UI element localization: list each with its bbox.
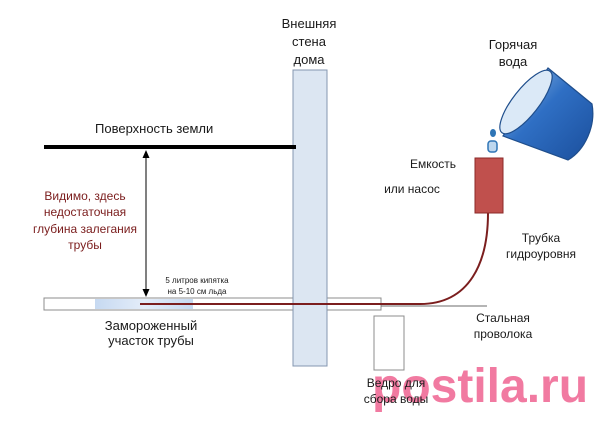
depth-arrow-head-bottom [142,289,150,297]
hot-water-label-line-2: вода [499,54,528,69]
ground-surface-label: Поверхность земли [95,121,213,136]
wall-label-line-1: Внешняя [282,16,337,31]
collection-bucket-label-line-1: Ведро для [367,376,426,390]
or-pump-label: или насос [384,182,440,196]
frozen-section-label-line-1: Замороженный [105,318,197,333]
collection-bucket-label-line-2: сбора воды [364,392,429,406]
container [474,157,504,214]
watermark-postila: postila.ru [372,360,588,413]
wall-label-line-3: дома [294,52,326,67]
level-tube-label-line-2: гидроуровня [506,247,576,261]
hot-water-bucket-body [502,67,594,161]
level-tube-label-line-1: Трубка [522,231,561,245]
steel-wire-label-line-2: проволока [474,327,533,341]
insufficient-depth-line-3: глубина залегания [33,222,137,236]
container-label: Емкость [410,157,456,171]
frozen-section-label-line-2: участок трубы [108,333,194,348]
insufficient-depth-line-2: недостаточная [44,205,126,219]
steel-wire-label-line-1: Стальная [476,311,530,325]
hot-water-label-line-1: Горячая [489,37,538,52]
water-stream [487,140,498,153]
insufficient-depth-line-1: Видимо, здесь [44,189,125,203]
hot-water-bucket-mouth [499,69,553,135]
boiling-water-note-line-1: 5 литров кипятка [165,276,229,285]
water-drop [490,129,496,137]
insufficient-depth-line-4: трубы [68,238,102,252]
collection-bucket [373,315,405,371]
boiling-water-note-line-2: на 5-10 см льда [168,287,228,296]
level-tube [140,212,489,305]
depth-arrow-head-top [142,150,150,158]
wall-label-line-2: стена [292,34,327,49]
house-wall [292,69,328,367]
